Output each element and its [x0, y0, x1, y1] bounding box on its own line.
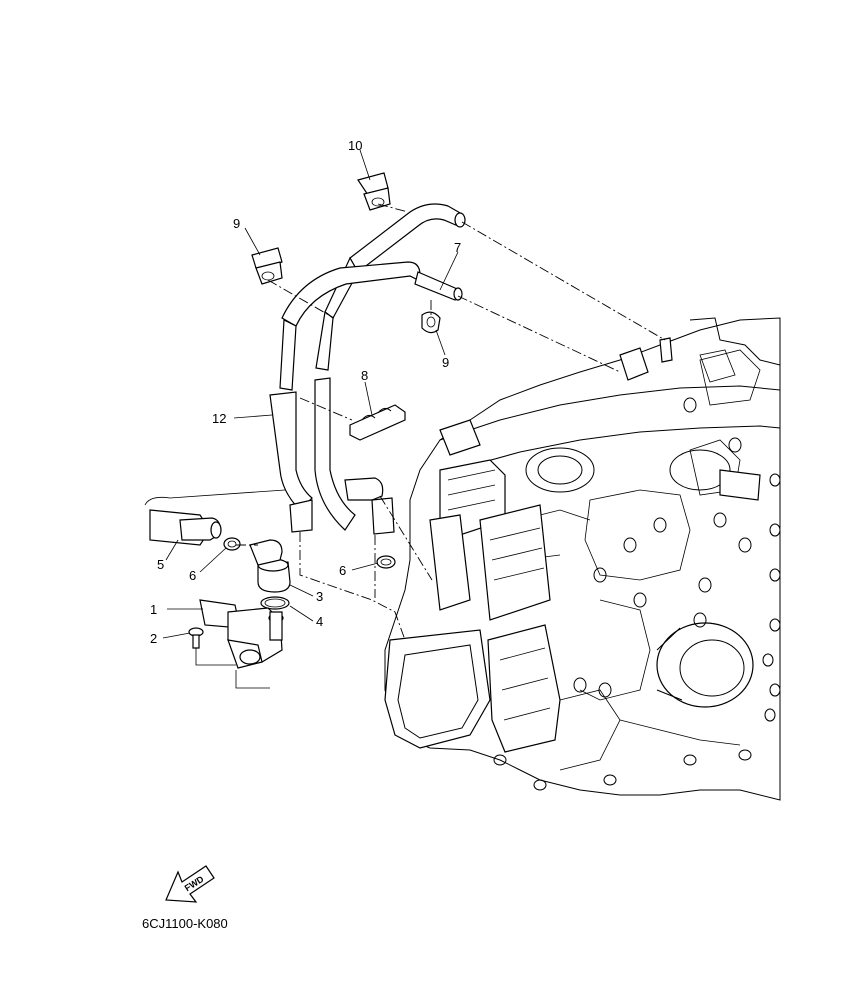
clamp-11 — [357, 172, 391, 211]
callout-labels: 10 9 7 8 9 12 5 6 6 3 4 1 2 — [150, 138, 461, 646]
callout-8: 8 — [361, 368, 368, 383]
callout-1: 1 — [150, 602, 157, 617]
engine-block — [384, 317, 781, 801]
callout-11: 10 — [348, 138, 362, 153]
diagram-code: 6CJ1100-K080 — [142, 916, 228, 931]
hose-upper — [279, 203, 466, 391]
callout-7: 7 — [454, 240, 461, 255]
part-4-oring — [260, 596, 290, 610]
part-2-screw — [188, 627, 204, 649]
electrical-box — [384, 459, 621, 771]
clamp-6-left — [223, 537, 241, 551]
part-3-cap — [249, 539, 291, 593]
callout-5: 5 — [157, 557, 164, 572]
callout-2: 2 — [150, 631, 157, 646]
engine-sensor — [439, 337, 761, 501]
callout-3: 3 — [316, 589, 323, 604]
clamp-10 — [251, 247, 283, 285]
callout-9: 9 — [442, 355, 449, 370]
callout-10: 9 — [233, 216, 240, 231]
callout-6-right: 6 — [339, 563, 346, 578]
leader-lines — [162, 149, 459, 689]
clamp-6-right — [376, 555, 396, 569]
hose-12 — [269, 377, 395, 535]
hose-7 — [414, 271, 463, 301]
hose-5 — [144, 489, 286, 546]
part-1-housing — [199, 599, 284, 669]
callout-12: 12 — [212, 411, 226, 426]
fwd-arrow-icon: FWD — [165, 865, 215, 903]
clamp-9 — [421, 311, 441, 334]
clamp-8 — [349, 404, 406, 441]
callout-4: 4 — [316, 614, 323, 629]
assembly-lines — [236, 203, 666, 641]
callout-6-left: 6 — [189, 568, 196, 583]
